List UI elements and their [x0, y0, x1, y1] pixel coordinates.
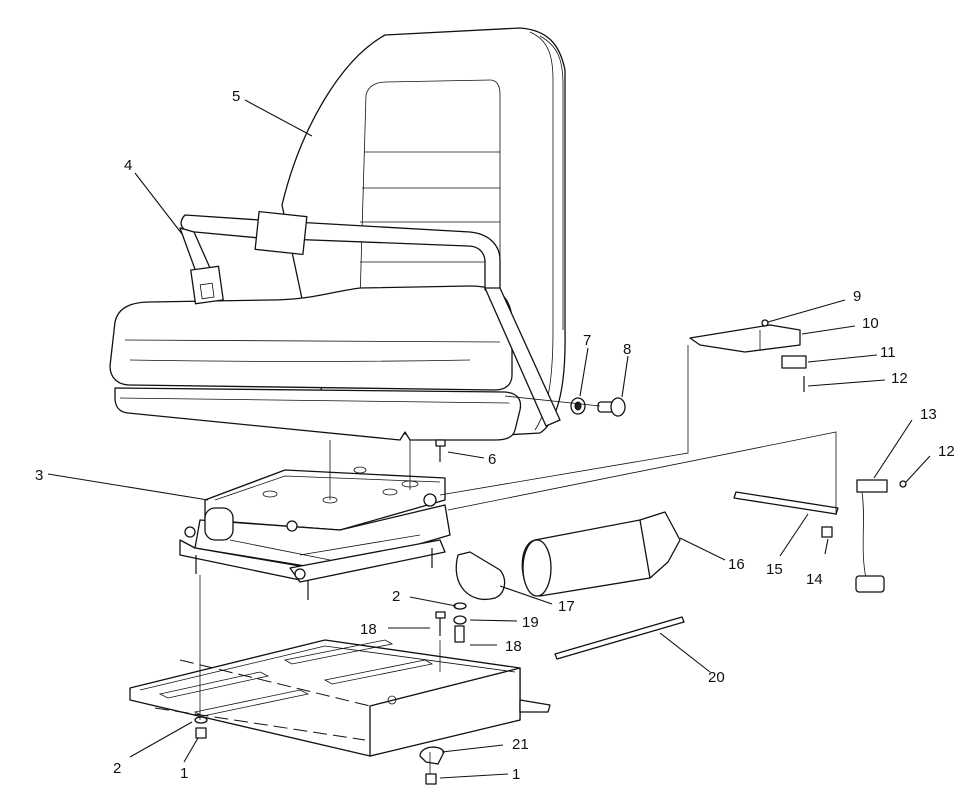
callout-17: 17 — [558, 598, 575, 615]
callout-8: 8 — [623, 341, 631, 358]
assembly-lines — [199, 330, 837, 774]
callout-9: 9 — [853, 288, 861, 305]
bracket-part-10 — [689, 324, 801, 353]
rod-part-20 — [554, 616, 685, 660]
switch-part-13 — [855, 479, 907, 593]
callout-6: 6 — [488, 451, 496, 468]
callout-10: 10 — [862, 315, 879, 332]
callout-15: 15 — [766, 561, 783, 578]
callout-18: 18 — [360, 621, 377, 638]
bar-part-15 — [733, 491, 839, 515]
callout-7: 7 — [583, 332, 591, 349]
seat-belt-part-4 — [179, 210, 561, 427]
bolt-part-6 — [435, 439, 446, 462]
callout-12: 12 — [891, 370, 908, 387]
suspension-part-3 — [179, 466, 451, 600]
callout-3: 3 — [35, 467, 43, 484]
nut-part-1 — [425, 773, 437, 785]
bolt-part-8 — [597, 397, 626, 417]
leader-lines — [47, 99, 931, 779]
callout-12: 12 — [938, 443, 955, 460]
screw-part-9 — [761, 319, 769, 327]
cylinder-part-16 — [521, 511, 681, 597]
clip-part-11 — [781, 355, 807, 369]
washer-part-2 — [194, 716, 208, 724]
callout-20: 20 — [708, 669, 725, 686]
bolt-part-18 — [435, 611, 465, 643]
callout-16: 16 — [728, 556, 745, 573]
callout-11: 11 — [880, 344, 896, 361]
callout-18: 18 — [505, 638, 522, 655]
callout-19: 19 — [522, 614, 539, 631]
callout-labels: 5 4 3 6 7 8 9 10 11 12 13 12 14 15 16 17… — [35, 88, 955, 783]
nut-part-1 — [195, 727, 207, 739]
clip-part-21 — [419, 746, 445, 765]
callout-2: 2 — [113, 760, 121, 777]
callout-1: 1 — [512, 766, 520, 783]
washer-part-19 — [453, 615, 467, 625]
nut-part-14 — [821, 526, 833, 538]
callout-5: 5 — [232, 88, 240, 105]
callout-2: 2 — [392, 588, 400, 605]
callout-13: 13 — [920, 406, 937, 423]
callout-21: 21 — [512, 736, 529, 753]
callout-14: 14 — [806, 571, 823, 588]
mounting-base-plate — [129, 639, 551, 757]
strap-part-17 — [455, 551, 506, 600]
callout-4: 4 — [124, 157, 132, 174]
callout-1: 1 — [180, 765, 188, 782]
